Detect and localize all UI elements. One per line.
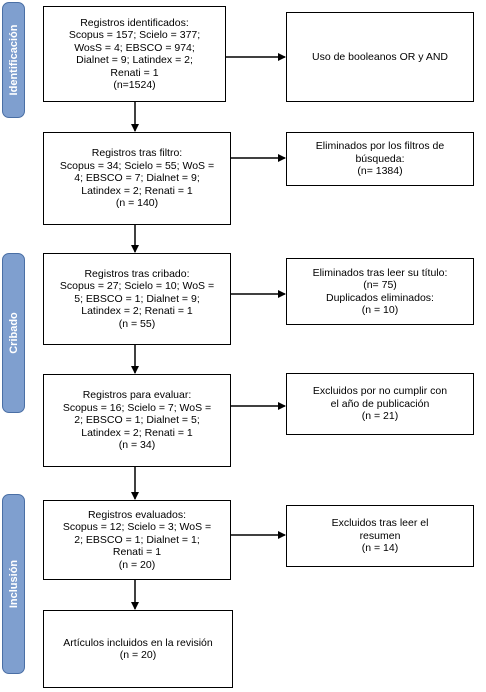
box-registros-tras-cribado: Registros tras cribado: Scopus = 27; Sci… (43, 253, 231, 345)
stage-cribado: Cribado (2, 253, 25, 413)
box-excluidos-anio-text: Excluidos por no cumplir con el año de p… (312, 385, 448, 423)
box-eliminados-filtros: Eliminados por los filtros de búsqueda: … (286, 132, 474, 186)
box-registros-identificados: Registros identificados: Scopus = 157; S… (43, 6, 226, 102)
box-registros-para-evaluar: Registros para evaluar: Scopus = 16; Sci… (43, 374, 231, 467)
box-eliminados-filtros-text: Eliminados por los filtros de búsqueda: … (315, 140, 445, 178)
box-excluidos-resumen: Excluidos tras leer el resumen (n = 14) (286, 505, 474, 567)
box-excluidos-anio: Excluidos por no cumplir con el año de p… (286, 373, 474, 435)
box-registros-identificados-text: Registros identificados: Scopus = 157; S… (68, 16, 201, 92)
box-eliminados-titulo-text: Eliminados tras leer su título: (n= 75) … (312, 266, 448, 317)
box-eliminados-titulo: Eliminados tras leer su título: (n= 75) … (286, 258, 474, 325)
stage-identificacion: Identificación (2, 2, 25, 118)
stage-inclusion: Inclusión (2, 494, 25, 674)
box-registros-evaluados-text: Registros evaluados: Scopus = 12; Scielo… (62, 508, 212, 571)
box-excluidos-resumen-text: Excluidos tras leer el resumen (n = 14) (331, 517, 429, 555)
box-registros-para-evaluar-text: Registros para evaluar: Scopus = 16; Sci… (62, 389, 212, 452)
box-articulos-incluidos-text: Artículos incluidos en la revisión (n = … (63, 636, 213, 662)
box-registros-evaluados: Registros evaluados: Scopus = 12; Scielo… (43, 500, 231, 580)
box-registros-tras-filtro: Registros tras filtro: Scopus = 34; Scie… (43, 132, 231, 225)
box-uso-booleanos: Uso de booleanos OR y AND (286, 12, 474, 102)
box-registros-tras-filtro-text: Registros tras filtro: Scopus = 34; Scie… (59, 147, 215, 210)
box-uso-booleanos-text: Uso de booleanos OR y AND (312, 50, 448, 63)
box-articulos-incluidos: Artículos incluidos en la revisión (n = … (43, 610, 233, 688)
box-registros-tras-cribado-text: Registros tras cribado: Scopus = 27; Sci… (59, 267, 215, 330)
